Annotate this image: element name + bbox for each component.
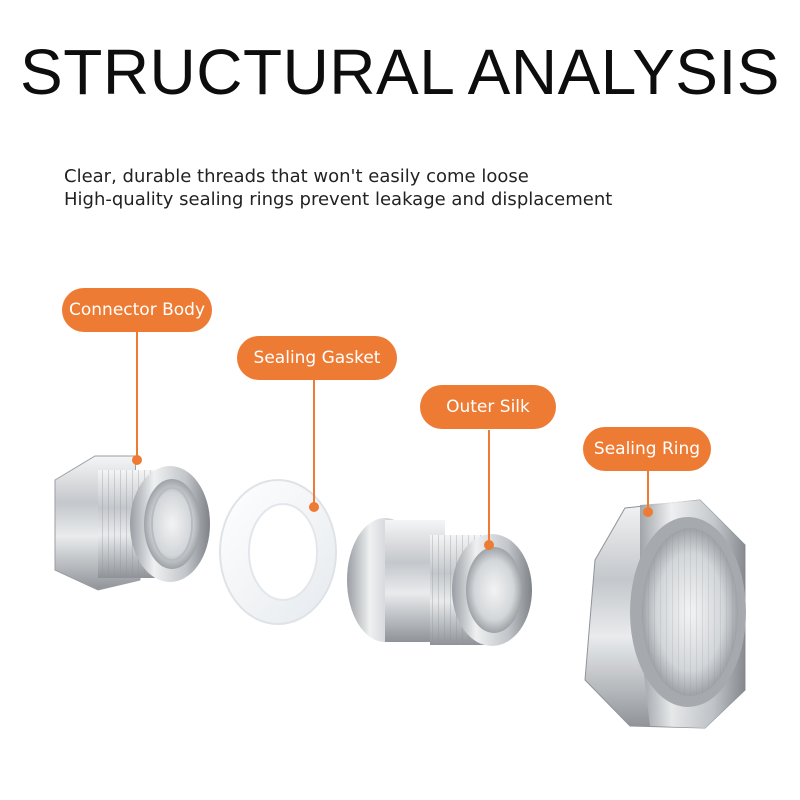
label-connector-body: Connector Body	[62, 288, 212, 332]
connector-body-part	[54, 455, 210, 591]
leader-dots	[132, 455, 653, 550]
outer-silk-part	[347, 518, 532, 646]
sealing-gasket-part	[219, 479, 337, 625]
leader-dot-sealing-gasket	[309, 502, 319, 512]
leader-lines	[136, 332, 649, 543]
description-line-1: Clear, durable threads that won't easily…	[64, 166, 529, 187]
leader-dot-sealing-ring	[643, 507, 653, 517]
label-sealing-gasket: Sealing Gasket	[237, 336, 397, 380]
leader-dot-connector-body	[132, 455, 142, 465]
label-outer-silk: Outer Silk	[420, 385, 556, 429]
description-line-2: High-quality sealing rings prevent leaka…	[64, 189, 613, 210]
label-sealing-ring: Sealing Ring	[583, 427, 711, 471]
page-title: STRUCTURAL ANALYSIS	[20, 36, 780, 108]
sealing-ring-part	[584, 499, 746, 729]
description: Clear, durable threads that won't easily…	[64, 165, 612, 211]
leader-dot-outer-silk	[484, 540, 494, 550]
